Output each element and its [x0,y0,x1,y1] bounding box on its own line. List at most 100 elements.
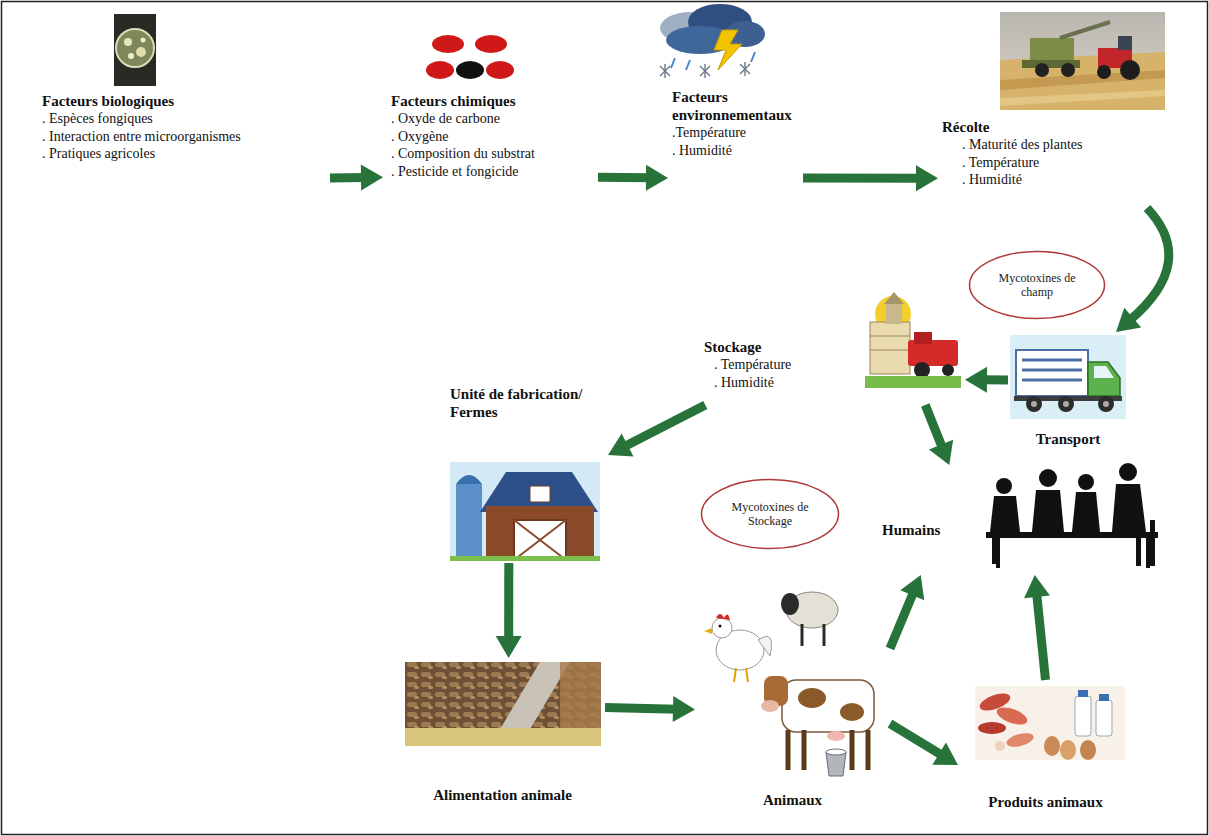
stage-heading: Humains [882,521,940,539]
flow-arrow [1024,575,1050,680]
flow-arrow [890,724,958,765]
factor-item: . Humidité [672,142,803,160]
arrow-shaft [803,174,920,183]
factor-item: . Composition du substrat [391,145,598,163]
arrow-head [929,440,953,465]
stage-block: Humains [878,465,1163,575]
factor-block: Facteurs chimiques. Oxyde de carbone. Ox… [383,92,598,200]
factor-item: . Température [704,356,965,374]
arrow-head [1116,308,1141,332]
flow-arrow [925,405,953,465]
feed-picture [405,662,601,746]
stage-block: Produits animaux [958,680,1133,815]
text-holder: Récolte. Maturité des plantes. Températu… [938,118,1158,189]
arrow-shaft [1037,593,1046,680]
text-holder: Unité de fabrication/ Fermes [448,383,608,421]
arrow-shaft [624,405,705,447]
text-holder: Animaux [763,791,822,813]
factor-item: . Oxyde de carbone [391,110,598,128]
arrow-shaft [1130,208,1169,320]
barn-picture [450,462,600,561]
flow-arrow [608,405,705,457]
text-holder: Transport [1036,430,1101,452]
arrow-head [646,165,668,191]
arrow-shaft [605,708,677,710]
stage-heading: Transport [1036,430,1101,448]
factor-item: . Interaction entre microorganismes [42,128,330,146]
stage-heading: Alimentation animale [433,786,572,804]
stage-block: Transport [1008,332,1128,452]
flow-arrow [890,575,924,649]
stage-heading: Stockage [704,338,965,356]
stage-heading: Animaux [763,791,822,809]
molecule-icon [426,35,514,79]
petri-dish-icon [114,14,156,86]
arrow-head [900,575,924,600]
factor-item: .Température [672,124,803,142]
factor-item: . Espèces fongiques [42,110,330,128]
people-picture [986,463,1158,568]
flow-arrow [598,165,668,191]
text-holder: Stockage. Température. Humidité [700,290,965,391]
animals-picture [704,592,874,776]
arrow-head [608,433,634,456]
arrow-shaft [925,405,942,448]
flow-arrow [803,165,938,191]
arrow-shaft [890,592,914,649]
text-holder: Facteurs chimiques. Oxyde de carbone. Ox… [383,92,598,180]
stage-block: Animaux [695,578,890,813]
arrow-head [1024,575,1050,598]
stage-block: Stockage. Température. Humidité [700,290,965,405]
arrow-head [673,696,695,722]
arrow-shaft [890,724,943,756]
factor-item: . Maturité des plantes [942,136,1158,154]
text-holder: Facteurs environnementaux.Température. H… [668,88,803,159]
stage-block: Unité de fabrication/ Fermes [448,383,608,563]
arrow-head [496,636,522,658]
factor-block: Facteurs environnementaux.Température. H… [668,88,803,188]
arrow-head [932,743,958,766]
harvest-picture [1000,12,1165,110]
factor-item: . Humidité [704,374,965,392]
text-holder: Facteurs biologiques. Espèces fongiques.… [40,92,330,163]
stage-heading: Unité de fabrication/ Fermes [450,385,606,421]
factor-block: Facteurs biologiques. Espèces fongiques.… [40,92,330,192]
factor-item: . Température [942,154,1158,172]
text-holder: Humains [878,501,940,539]
products-picture [975,686,1125,760]
storage-icon [865,292,961,388]
stage-heading: Produits animaux [988,793,1102,811]
flow-arrow [1116,208,1169,332]
text-holder: Mycotoxines de champ [986,271,1088,300]
factor-item: . Pratiques agricoles [42,145,330,163]
factor-item: . Humidité [942,171,1158,189]
flow-arrow [605,696,695,722]
stage-heading: Facteurs chimiques [391,92,598,110]
stage-heading: Facteurs environnementaux [672,88,803,124]
arrow-shaft [598,173,650,183]
stage-block: Alimentation animale [400,658,605,808]
text-holder: Produits animaux [988,793,1102,815]
text-holder: Mycotoxines de Stockage [718,500,822,529]
stage-block: Récolte. Maturité des plantes. Températu… [938,118,1158,208]
text-holder: Alimentation animale [433,786,572,808]
stage-heading: Récolte [942,118,1158,136]
mycotoxin-ellipse: Mycotoxines de champ [968,250,1106,320]
truck-picture [1010,335,1126,419]
weather-icon [660,4,765,78]
arrow-shaft [330,173,365,182]
flow-arrow [965,367,1008,393]
arrow-head [916,165,938,191]
factor-item: . Oxygène [391,128,598,146]
arrow-shaft [504,563,513,640]
flow-arrow [496,563,522,658]
factor-item: . Pesticide et fongicide [391,163,598,181]
callout-text: Mycotoxines de Stockage [718,500,822,529]
arrow-head [361,165,383,191]
arrow-head [965,367,987,393]
